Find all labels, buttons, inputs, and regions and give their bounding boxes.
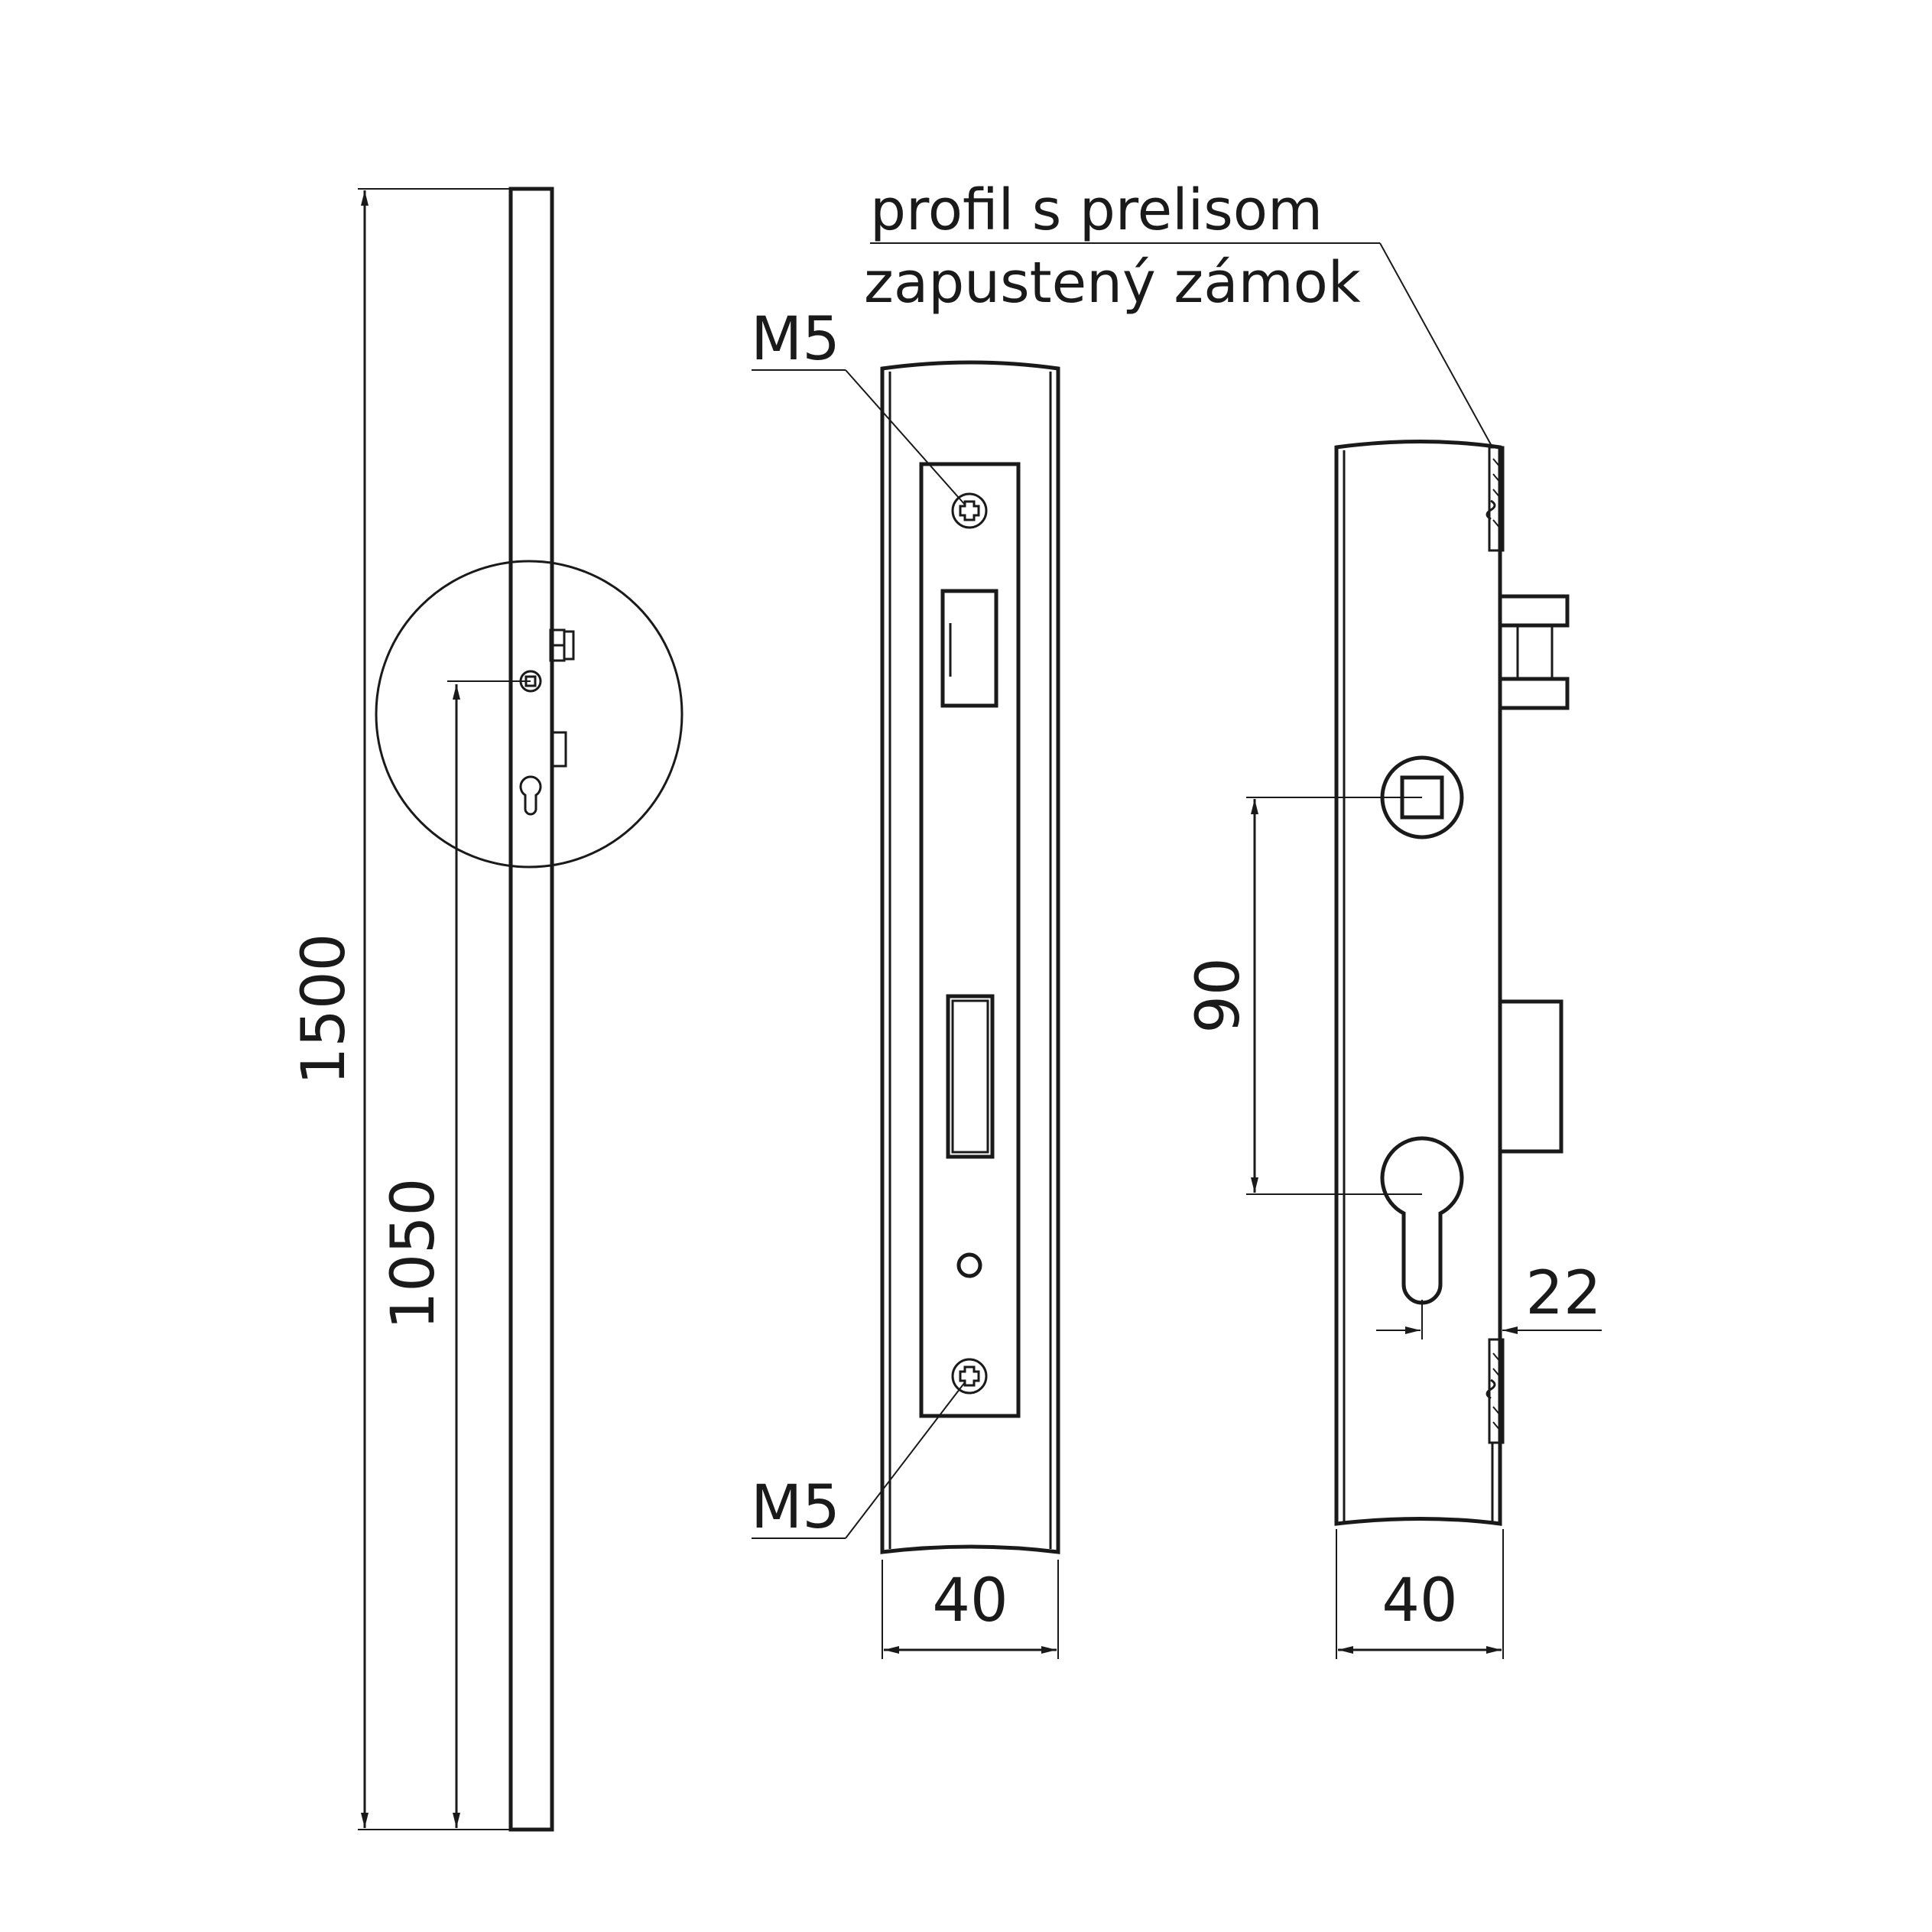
faceplate-outline [880,360,1060,1554]
bolt-opening [946,994,995,1159]
profile-front-view: 90 22 40 [870,242,1602,1659]
leader-m5-bottom: M5 [751,1382,966,1542]
dimension-label-1050: 1050 [379,1178,448,1330]
note-leader [870,242,1493,448]
dimension-label-40-profile: 40 [1382,1567,1457,1635]
latch-front [1498,594,1570,710]
leader-m5-top: M5 [751,305,966,505]
dimension-label-40-faceplate: 40 [932,1567,1008,1635]
dimension-90: 90 [1184,797,1422,1195]
side-view-full-profile: 1500 1050 [290,187,684,1832]
latch-opening [940,589,998,708]
profile-outline [1334,440,1502,1526]
lock-faceplate [919,462,1021,1418]
dimension-1500: 1500 [290,188,511,1830]
dimension-label-1500: 1500 [290,934,359,1086]
dimension-22: 22 [1376,1259,1602,1339]
label-m5-top: M5 [751,305,840,374]
dimension-40-faceplate: 40 [882,1560,1059,1659]
small-hole [956,1252,982,1278]
note-profile: profil s prelisom [870,177,1323,243]
label-m5-bottom: M5 [751,1473,840,1542]
faceplate-view: M5 M5 40 [751,305,1060,1659]
bolt-side [550,731,567,768]
latch-side [549,628,575,662]
screw-top-icon [951,492,988,529]
keyhole-side [519,775,542,816]
dimension-40-profile: 40 [1336,1529,1504,1659]
detail-circle [375,560,684,869]
dimension-label-22: 22 [1525,1259,1601,1328]
profile-rebate [1486,446,1505,1524]
bolt-front [1498,999,1563,1154]
keyhole-front [1380,1136,1464,1305]
screw-bottom-icon [951,1358,988,1395]
dimension-label-90: 90 [1184,957,1253,1033]
dimension-1050: 1050 [379,680,531,1830]
note-lock: zapustený zámok [864,250,1361,316]
